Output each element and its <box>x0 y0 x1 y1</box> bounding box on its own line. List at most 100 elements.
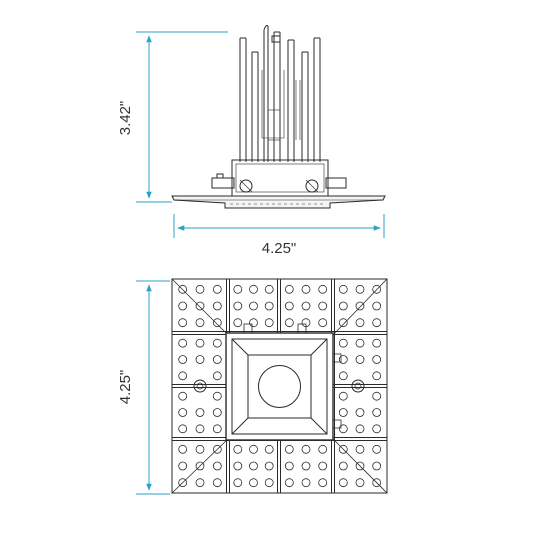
perforation-hole <box>195 461 205 471</box>
perforation-hole <box>212 461 222 471</box>
perforation-hole <box>178 408 188 417</box>
perforation-hole <box>212 444 222 454</box>
perforation-hole <box>318 284 328 294</box>
perforation-hole <box>195 424 205 434</box>
perforation-hole <box>372 424 382 434</box>
perforation-hole <box>212 355 222 364</box>
perforation-hole <box>264 461 274 471</box>
perforation-hole <box>178 478 188 488</box>
perforation-hole <box>264 301 274 311</box>
perforation-hole <box>178 461 188 471</box>
perforation-hole <box>372 318 382 328</box>
perforation-hole <box>195 338 205 348</box>
perforation-hole <box>212 301 222 311</box>
perforation-hole <box>372 478 382 488</box>
perforation-hole <box>338 478 348 488</box>
perforation-hole <box>372 444 382 454</box>
perforation-hole <box>178 371 188 381</box>
perforation-hole <box>178 301 188 311</box>
width-dimension: 4.25" <box>173 214 385 257</box>
perforation-hole <box>355 478 365 488</box>
perforation-hole <box>301 444 311 454</box>
perforation-hole <box>212 318 222 328</box>
perforation-hole <box>372 284 382 294</box>
perforation-hole <box>372 391 382 401</box>
plan-height-dimension: 4.25" <box>117 280 170 495</box>
plan-view <box>171 278 388 494</box>
perforation-hole <box>264 284 274 294</box>
perforation-hole <box>338 461 348 471</box>
perforation-hole <box>372 355 382 364</box>
perforation-hole <box>338 355 348 364</box>
perforation-hole <box>372 371 382 381</box>
perforation-hole <box>178 424 188 434</box>
perforation-hole <box>249 284 258 294</box>
perforation-hole <box>233 461 243 471</box>
perforation-hole <box>338 371 348 381</box>
perforation-hole <box>355 301 365 311</box>
perforation-hole <box>178 444 188 454</box>
perforation-hole <box>233 301 243 311</box>
perforation-hole <box>212 371 222 381</box>
perforation-hole <box>195 478 205 488</box>
perforation-hole <box>178 391 188 401</box>
side-height-dimension: 3.42" <box>117 31 228 203</box>
perforation-hole <box>372 301 382 311</box>
perforation-hole <box>355 355 365 364</box>
perforation-hole <box>249 478 258 488</box>
perforation-hole <box>355 318 365 328</box>
perforation-hole <box>372 408 382 417</box>
perforation-hole <box>355 424 365 434</box>
perforation-hole <box>212 424 222 434</box>
perforation-hole <box>195 318 205 328</box>
perforation-hole <box>212 478 222 488</box>
lens-aperture <box>258 365 301 408</box>
perforation-hole <box>233 284 243 294</box>
side-elevation-view <box>171 25 386 209</box>
perforation-hole <box>284 444 294 454</box>
perforation-hole <box>338 284 348 294</box>
perforation-hole <box>338 444 348 454</box>
perforation-hole <box>284 461 294 471</box>
perforation-hole <box>264 318 274 328</box>
heat-sink-fins <box>239 25 321 162</box>
perforation-hole <box>301 301 311 311</box>
center-trim <box>225 332 334 441</box>
perforation-hole <box>249 461 258 471</box>
perforation-hole <box>372 338 382 348</box>
perforation-hole <box>355 284 365 294</box>
perforation-hole <box>195 301 205 311</box>
perforation-hole <box>178 284 188 294</box>
perforation-hole <box>195 284 205 294</box>
perforation-hole <box>338 408 348 417</box>
perforation-hole <box>195 408 205 417</box>
perforation-hole <box>355 408 365 417</box>
width-label: 4.25" <box>262 240 297 257</box>
perforation-hole <box>284 318 294 328</box>
trim-tabs <box>243 323 342 429</box>
perforation-holes <box>178 284 382 488</box>
plan-height-label: 4.25" <box>117 370 134 405</box>
perforation-hole <box>355 461 365 471</box>
perforation-hole <box>318 318 328 328</box>
perforation-hole <box>233 318 243 328</box>
perforation-hole <box>212 338 222 348</box>
perforation-hole <box>249 318 258 328</box>
perforation-hole <box>355 444 365 454</box>
perforation-hole <box>284 478 294 488</box>
corner-diagonals <box>171 278 388 494</box>
perforation-hole <box>301 284 311 294</box>
perforation-hole <box>338 301 348 311</box>
perforation-hole <box>195 355 205 364</box>
plan-outline <box>171 278 388 494</box>
perforation-hole <box>233 478 243 488</box>
perforation-hole <box>233 444 243 454</box>
perforation-hole <box>318 301 328 311</box>
perforation-hole <box>338 338 348 348</box>
side-height-label: 3.42" <box>117 101 134 136</box>
perforation-hole <box>338 318 348 328</box>
left-mounting-clip <box>211 173 253 193</box>
perforation-hole <box>355 338 365 348</box>
perforation-hole <box>212 391 222 401</box>
